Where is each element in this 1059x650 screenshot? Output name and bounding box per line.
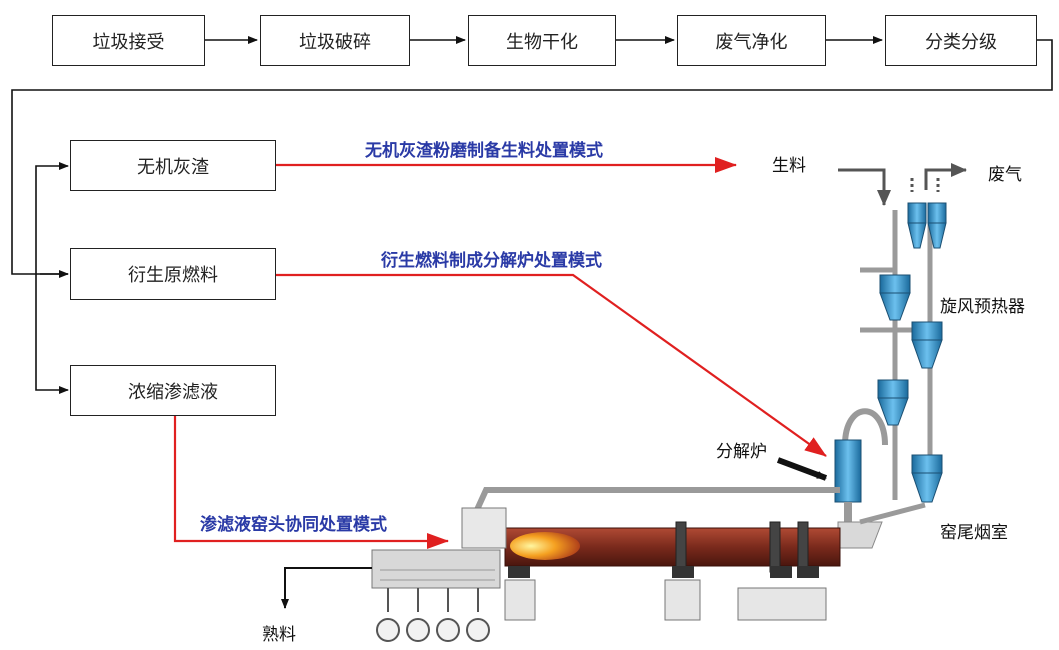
- step-bio-drying: 生物干化: [468, 15, 616, 66]
- output-concentrated-leachate: 浓缩渗滤液: [70, 365, 276, 416]
- tertiary-air-duct: [473, 487, 840, 514]
- step-exhaust-purification: 废气净化: [677, 15, 826, 66]
- step-sorting-grading: 分类分级: [885, 15, 1037, 66]
- step-garbage-crushing: 垃圾破碎: [260, 15, 410, 66]
- mode-fuel-calciner: 衍生燃料制成分解炉处置模式: [381, 251, 602, 271]
- label-preheater: 旋风预热器: [940, 297, 1025, 317]
- label-clinker: 熟料: [262, 625, 296, 645]
- calciner-vessel: [834, 408, 888, 522]
- label-exhaust: 废气: [988, 165, 1022, 185]
- kiln-flame: [510, 532, 580, 560]
- exhaust-outlet: [910, 163, 967, 192]
- kiln-inlet-chamber: [837, 521, 883, 549]
- raw-meal-feed: [838, 168, 891, 206]
- cyclone-preheater: [877, 202, 947, 503]
- return-line: [11, 39, 1053, 394]
- label-calciner: 分解炉: [716, 442, 767, 462]
- clinker-outlet-arrow: [281, 567, 372, 609]
- mode-leachate-kiln-head: 渗滤液窑头协同处置模式: [200, 515, 387, 535]
- step-garbage-receiving: 垃圾接受: [52, 15, 205, 66]
- label-raw-meal: 生料: [772, 156, 806, 176]
- mode-ash-raw-meal: 无机灰渣粉磨制备生料处置模式: [365, 141, 603, 161]
- kiln-piers: [504, 579, 827, 621]
- clinker-cooler: [371, 507, 507, 589]
- label-kiln-inlet: 窑尾烟室: [940, 523, 1008, 543]
- output-inorganic-ash: 无机灰渣: [70, 140, 276, 191]
- output-derived-fuel: 衍生原燃料: [70, 248, 276, 300]
- mode-arrows: [173, 157, 827, 549]
- cooler-fans: [376, 588, 490, 642]
- calciner-feed-arrow: [776, 457, 828, 481]
